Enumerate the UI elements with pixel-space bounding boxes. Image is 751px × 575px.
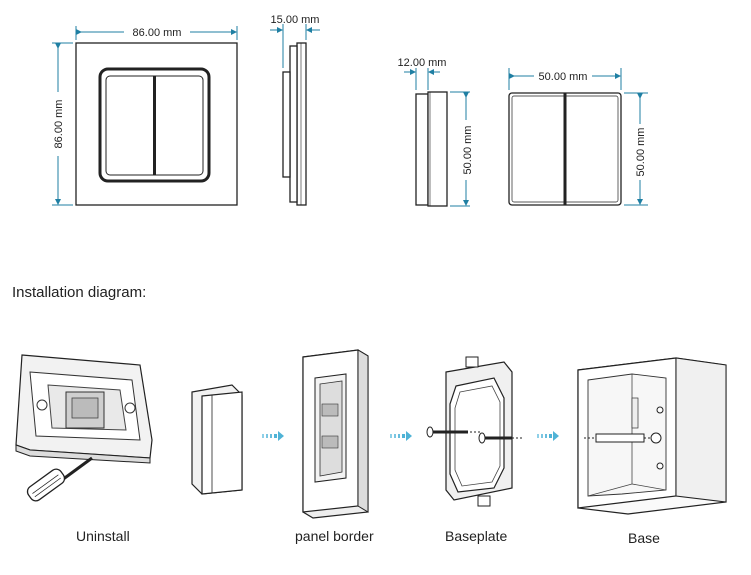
module-side-height-label: 50.00 mm	[462, 126, 474, 175]
caption-baseplate: Baseplate	[445, 528, 508, 544]
side-depth-label: 15.00 mm	[271, 14, 320, 26]
module-front-view	[508, 92, 622, 206]
module-width-dimension: 50.00 mm	[508, 68, 622, 90]
caption-panel-border: panel border	[295, 528, 374, 544]
uninstall-illustration	[15, 354, 153, 502]
step-arrow-1	[262, 431, 284, 441]
module-illustration	[191, 384, 243, 495]
module-height-label: 50.00 mm	[635, 128, 647, 177]
front-view	[75, 42, 238, 206]
baseplate-illustration	[426, 356, 524, 507]
module-height-dimension: 50.00 mm	[624, 92, 648, 206]
step-arrow-3	[537, 431, 559, 441]
step-arrow-2	[390, 431, 412, 441]
installation-heading: Installation diagram:	[12, 284, 147, 301]
module-side-view	[415, 91, 448, 207]
front-height-dimension: 86.00 mm	[52, 42, 73, 206]
front-width-label: 86.00 mm	[133, 27, 182, 39]
module-depth-dimension: 12.00 mm	[398, 57, 447, 90]
panel-border-illustration	[302, 349, 369, 519]
caption-base: Base	[628, 530, 660, 546]
base-box-illustration	[577, 357, 727, 515]
module-depth-label: 12.00 mm	[398, 57, 447, 69]
front-height-label: 86.00 mm	[53, 100, 65, 149]
module-side-height-dimension: 50.00 mm	[450, 91, 474, 207]
module-width-label: 50.00 mm	[539, 71, 588, 83]
caption-uninstall: Uninstall	[76, 528, 130, 544]
side-view	[282, 42, 307, 206]
side-depth-dimension: 15.00 mm	[270, 14, 320, 68]
front-width-dimension: 86.00 mm	[75, 26, 238, 40]
